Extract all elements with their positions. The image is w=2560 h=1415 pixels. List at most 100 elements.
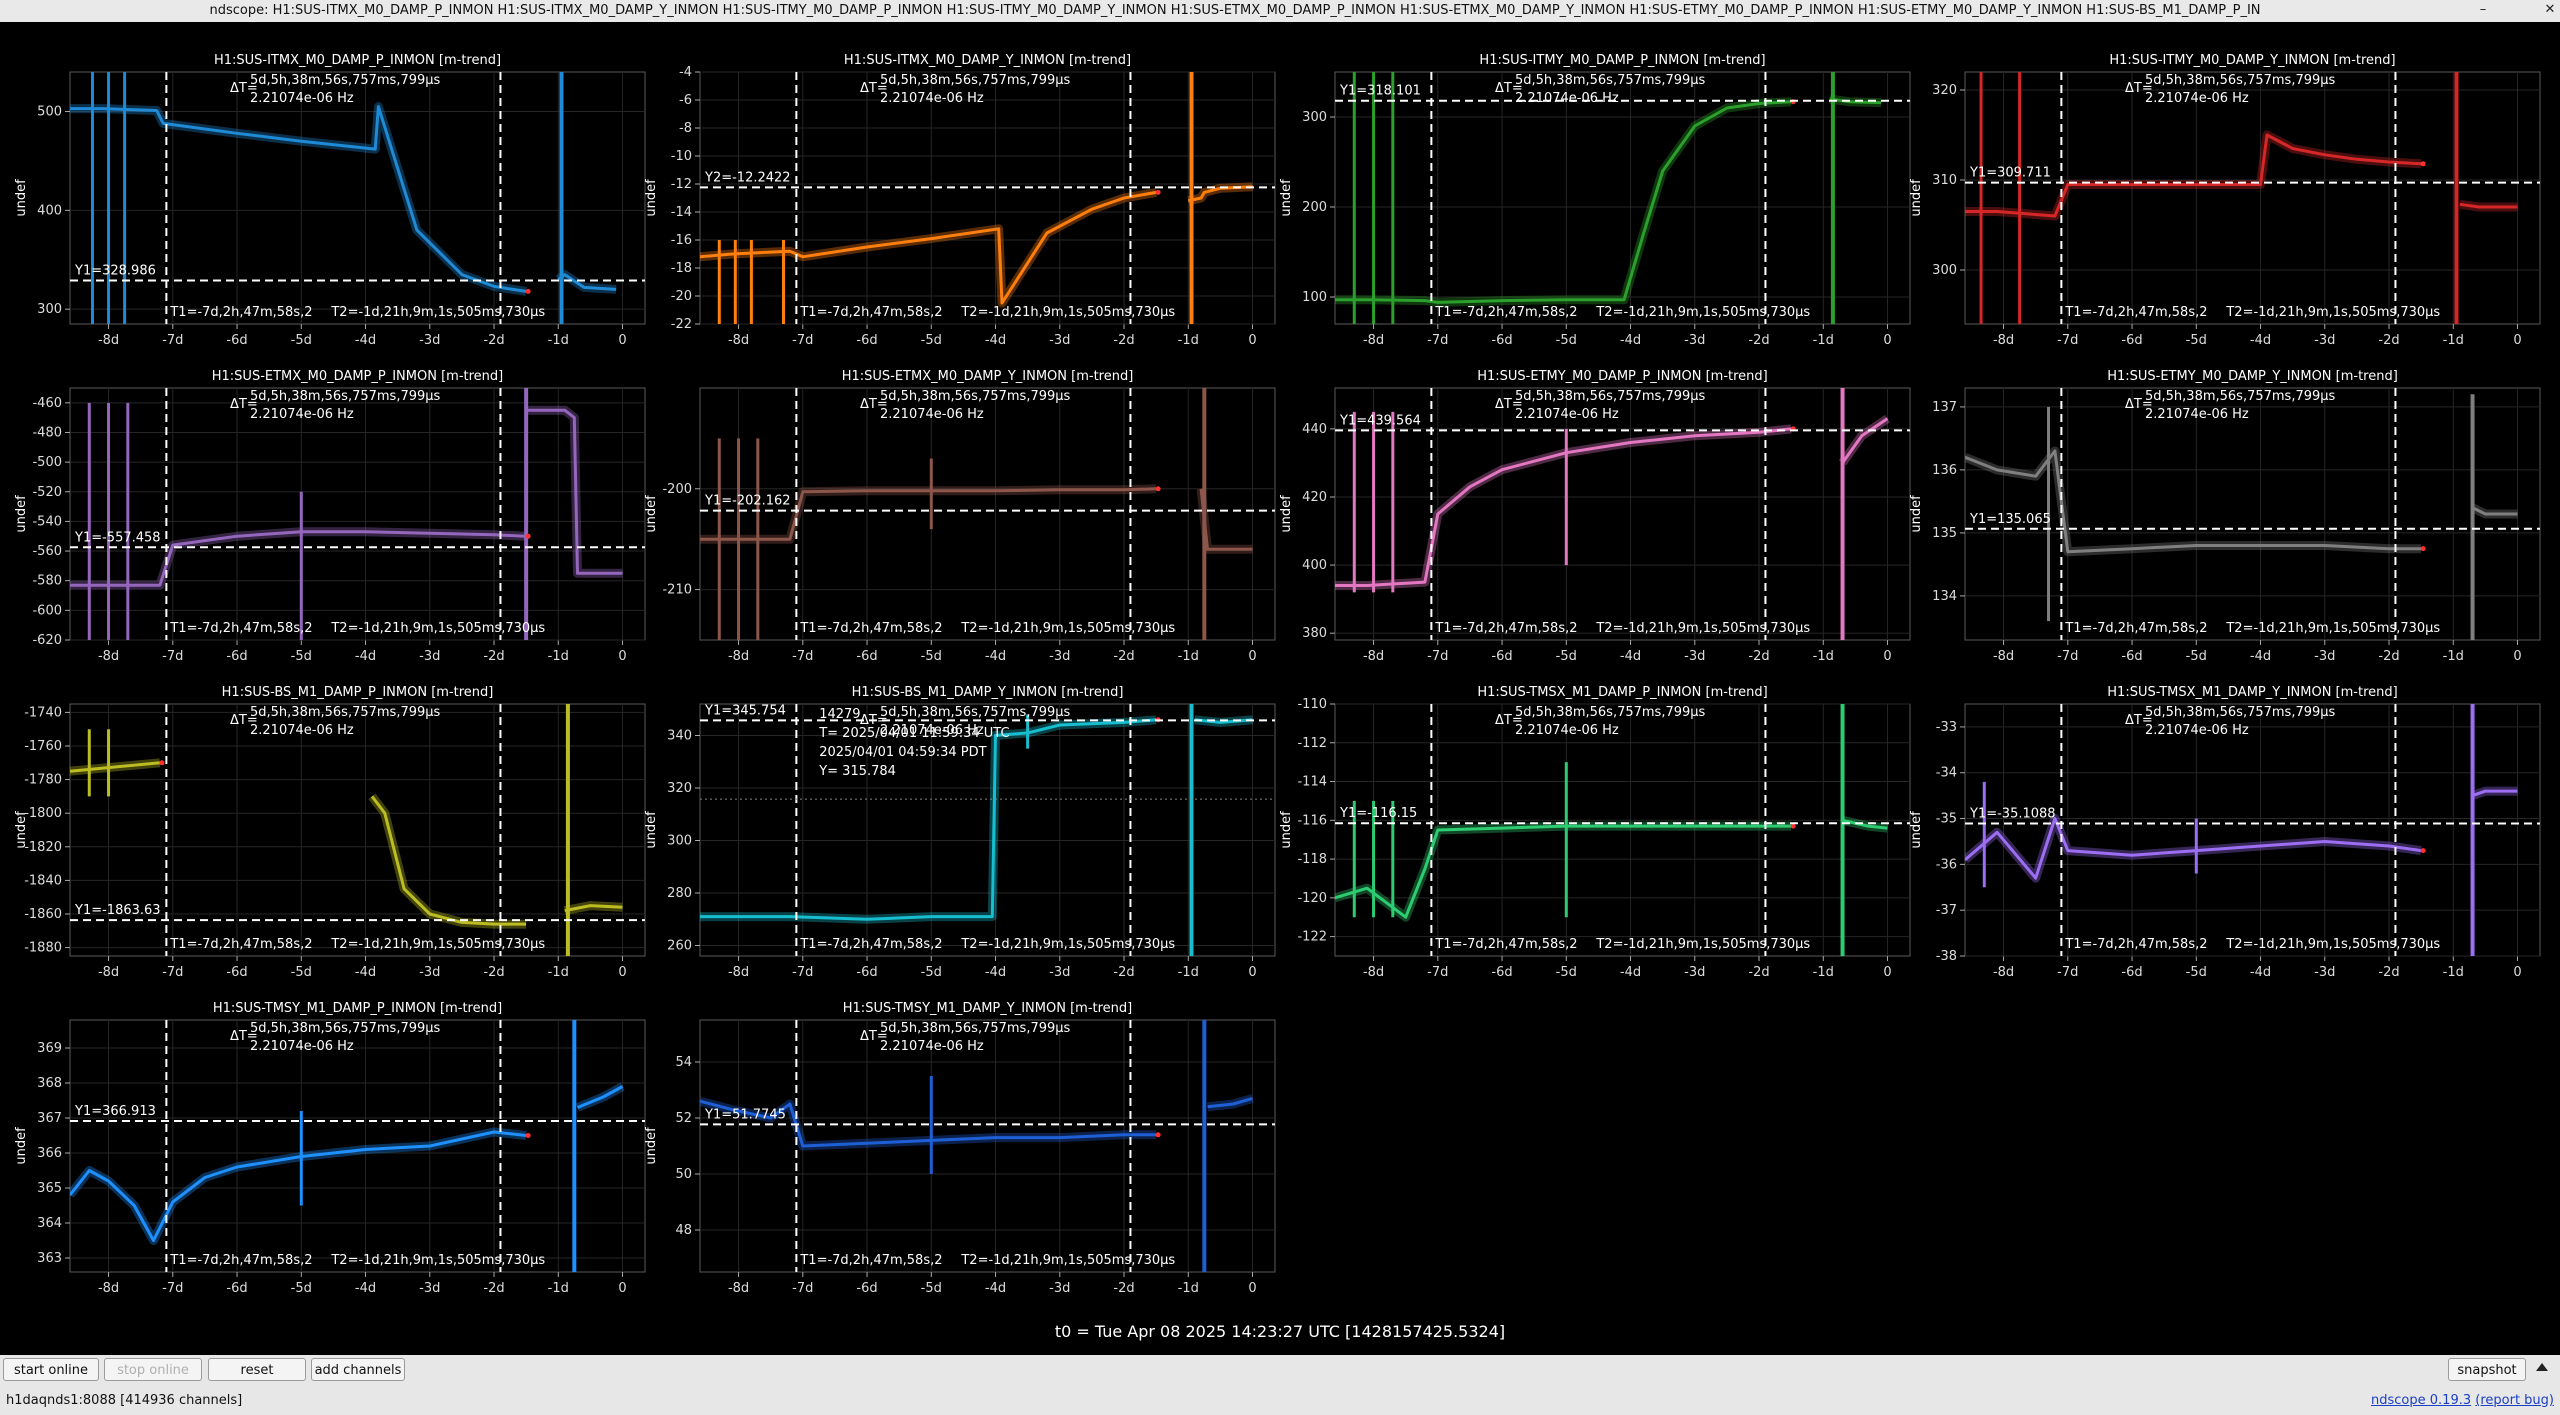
x-tick-label: 0 — [2513, 649, 2521, 664]
maximize-icon[interactable] — [2499, 2, 2513, 18]
x-tick-label: -6d — [856, 1281, 877, 1296]
y-tick-label: -18 — [671, 261, 692, 276]
x-tick-label: -6d — [1491, 333, 1512, 348]
restore-icon[interactable] — [2523, 2, 2537, 18]
x-tick-label: -5d — [921, 649, 942, 664]
delta-f-value: 2.21074e-06 Hz — [880, 723, 984, 738]
y-tick-label: 400 — [37, 203, 62, 218]
collapse-up-icon[interactable] — [2536, 1363, 2548, 1371]
x-tick-label: -7d — [2057, 649, 2078, 664]
add-channels-button[interactable]: add channels — [311, 1358, 405, 1381]
cursor-y1-label: Y1=51.7745 — [704, 1107, 786, 1122]
series-line — [70, 530, 527, 587]
x-tick-label: -8d — [98, 649, 119, 664]
x-tick-label: 0 — [1248, 649, 1256, 664]
x-tick-label: -1d — [2443, 965, 2464, 980]
plot-title: H1:SUS-ITMX_M0_DAMP_P_INMON [m-trend] — [214, 53, 501, 68]
y-tick-label: -33 — [1936, 720, 1957, 735]
series-line-segment — [1187, 185, 1253, 203]
x-tick-label: -8d — [98, 333, 119, 348]
cursor-y1-label: Y1=-202.162 — [704, 494, 791, 509]
delta-t-value: 5d,5h,38m,56s,757ms,799µs — [2145, 389, 2336, 404]
series-line-segment — [526, 408, 623, 575]
y-tick-label: -14 — [671, 205, 692, 220]
x-tick-label: -1d — [2443, 333, 2464, 348]
y-axis-label: undef — [644, 495, 659, 533]
x-tick-label: -7d — [162, 965, 183, 980]
x-tick-label: -4d — [1620, 649, 1641, 664]
x-tick-label: -1d — [548, 333, 569, 348]
y-tick-label: 100 — [1302, 290, 1327, 305]
y-tick-label: 368 — [37, 1076, 62, 1091]
x-tick-label: -8d — [1363, 649, 1384, 664]
version-link[interactable]: ndscope 0.19.3 — [2371, 1393, 2472, 1408]
y-tick-label: -35 — [1936, 812, 1957, 827]
plot-title: H1:SUS-TMSY_M1_DAMP_P_INMON [m-trend] — [213, 1001, 502, 1016]
y-tick-label: -120 — [1297, 891, 1327, 906]
marker-readout: Y= 315.784 — [818, 764, 896, 779]
x-tick-label: -7d — [162, 649, 183, 664]
start-online-button[interactable]: start online — [3, 1358, 99, 1381]
y-tick-label: 136 — [1932, 463, 1957, 478]
y-tick-label: 364 — [37, 1216, 62, 1231]
close-icon[interactable]: ✕ — [2544, 2, 2556, 17]
y-tick-label: 280 — [667, 886, 692, 901]
x-tick-label: -6d — [856, 333, 877, 348]
plot-title: H1:SUS-ETMY_M0_DAMP_Y_INMON [m-trend] — [2107, 369, 2398, 384]
x-tick-label: -5d — [291, 333, 312, 348]
series-line-segment — [1841, 417, 1889, 464]
latest-value-dot — [159, 760, 165, 766]
x-tick-label: -3d — [1684, 965, 1705, 980]
series-line-segment — [1207, 1096, 1253, 1109]
y-tick-label: 366 — [37, 1146, 62, 1161]
stop-online-button[interactable]: stop online — [104, 1358, 202, 1381]
x-tick-label: -2d — [1113, 333, 1134, 348]
control-bar: start online stop online reset add chann… — [0, 1355, 2560, 1385]
reset-button[interactable]: reset — [208, 1358, 306, 1381]
latest-value-dot — [525, 533, 531, 539]
x-tick-label: -3d — [419, 333, 440, 348]
y-tick-label: 400 — [1302, 558, 1327, 573]
delta-t-label: ΔT= — [2125, 713, 2153, 728]
snapshot-button[interactable]: snapshot — [2448, 1358, 2526, 1381]
report-bug-link[interactable]: (report bug) — [2475, 1393, 2554, 1408]
x-tick-label: 0 — [618, 965, 626, 980]
x-tick-label: -7d — [2057, 965, 2078, 980]
x-tick-label: 0 — [618, 1281, 626, 1296]
delta-t-value: 5d,5h,38m,56s,757ms,799µs — [250, 1021, 441, 1036]
x-tick-label: -8d — [98, 965, 119, 980]
x-tick-label: -7d — [2057, 333, 2078, 348]
y-tick-label: -118 — [1297, 852, 1327, 867]
minimize-icon[interactable]: – — [2479, 2, 2487, 17]
y-tick-label: 367 — [37, 1111, 62, 1126]
cursor-t1-label: T1=-7d,2h,47m,58s,2 — [1434, 305, 1577, 320]
delta-t-label: ΔT= — [230, 397, 258, 412]
delta-f-value: 2.21074e-06 Hz — [1515, 407, 1619, 422]
y-tick-label: 320 — [667, 781, 692, 796]
y-tick-label: -500 — [32, 455, 62, 470]
y-tick-label: 54 — [675, 1055, 692, 1070]
y-tick-label: -20 — [671, 289, 692, 304]
cursor-y1-label: Y1=366.913 — [74, 1104, 156, 1119]
cursor-t2-label: T2=-1d,21h,9m,1s,505ms,730µs — [960, 621, 1175, 636]
x-tick-label: -1d — [1178, 1281, 1199, 1296]
x-tick-label: -4d — [2250, 333, 2271, 348]
cursor-t2-label: T2=-1d,21h,9m,1s,505ms,730µs — [1595, 305, 1810, 320]
series-line-segment — [2459, 202, 2518, 209]
